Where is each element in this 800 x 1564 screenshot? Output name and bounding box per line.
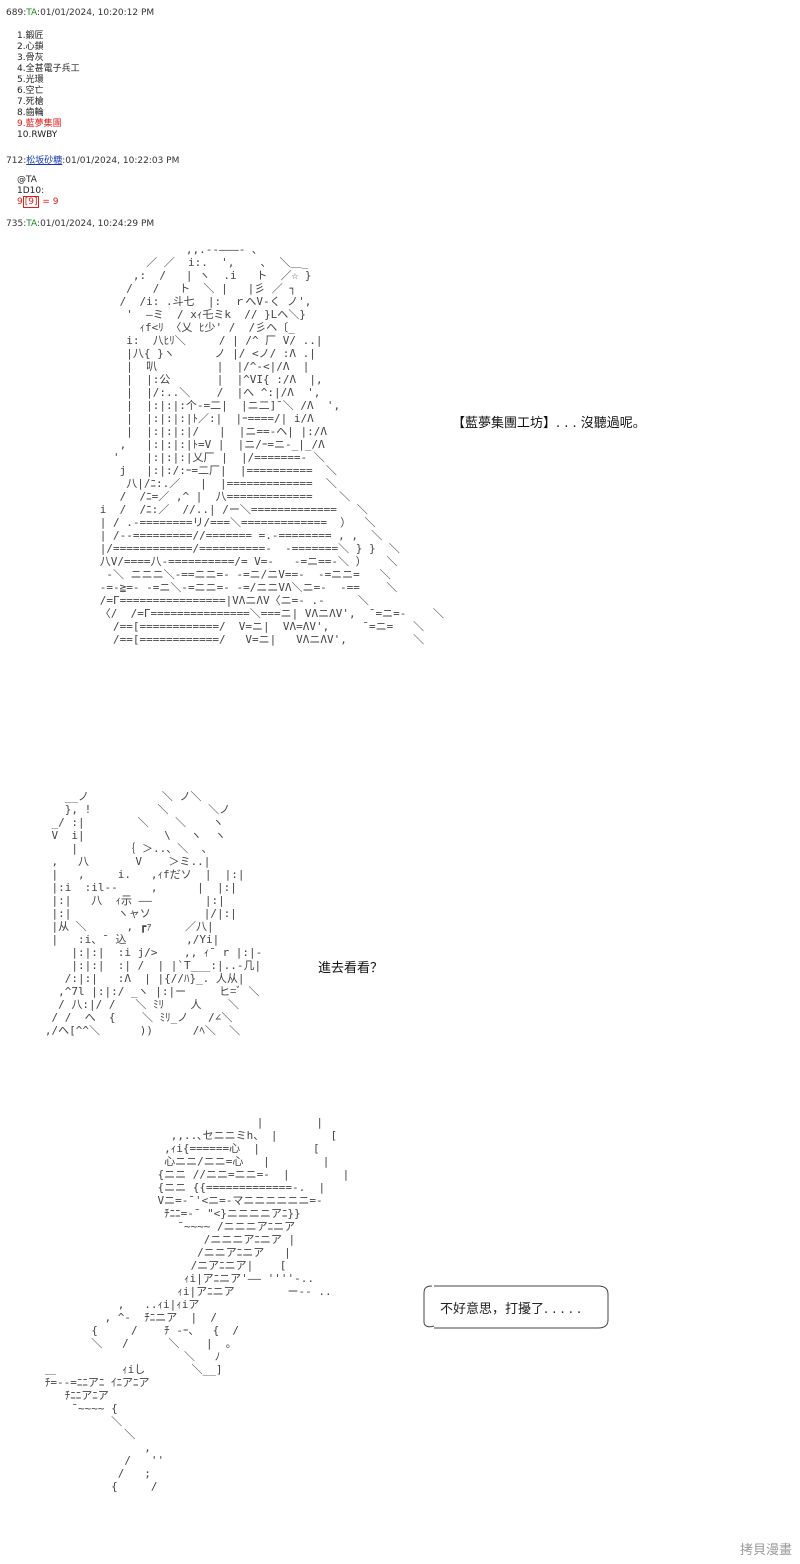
- caption-go-look: 進去看看？: [318, 961, 384, 976]
- post-body-712: @TA 1D10: 9[9] = 9: [17, 175, 58, 208]
- watermark: 拷貝漫畫: [739, 1543, 792, 1558]
- post-timestamp: :01/01/2024, 10:20:12 PM: [37, 8, 155, 18]
- list-item: 1.鍛匠: [17, 31, 44, 41]
- list-item: 2.心鎖: [17, 42, 44, 52]
- post-body-689: 1.鍛匠 2.心鎖 3.骨灰 4.全甚電子兵工 5.光環 6.空亡 7.死槍 8…: [17, 31, 80, 141]
- list-item: 7.死槍: [17, 97, 44, 107]
- ascii-art-peeking-figure: __ノ ＼ ノ＼ }, ! ＼ ＼ノ _/ :| ＼ ＼ ヽ V i| \ ヽ …: [44, 790, 263, 1037]
- list-item: 10.RWBY: [17, 130, 58, 140]
- list-item: 8.齒輪: [17, 108, 44, 118]
- post-number: 735: [6, 219, 24, 229]
- ascii-art-girl-building: ,,.--―――- ､ ／ ／ i:. ', ､ ＼＿_ ,: / | ヽ .i…: [99, 243, 444, 646]
- list-item: 3.骨灰: [17, 53, 44, 63]
- dice-label: 1D10:: [17, 186, 45, 196]
- caption-unheard-of: 【藍夢集團工坊】. . . 沒聽過呢。: [452, 416, 646, 431]
- list-item: 6.空亡: [17, 86, 44, 96]
- dice-result: 9[9] = 9: [17, 196, 59, 208]
- reply-mention: @TA: [17, 175, 37, 185]
- speech-bubble: 不好意思，打擾了. . . . .: [420, 1282, 612, 1330]
- poster-name[interactable]: TA: [26, 8, 38, 18]
- post-timestamp: :01/01/2024, 10:22:03 PM: [62, 156, 180, 166]
- poster-name-link[interactable]: 松坂砂糖: [26, 156, 63, 166]
- post-number: 712: [6, 156, 24, 166]
- post-header-735: 735:TA:01/01/2024, 10:24:29 PM: [6, 219, 155, 229]
- ascii-art-leaving-figure: | | ,,..､セニニミh、 | [ ,ｨi{======心 | [ 心ニニ/…: [44, 1116, 350, 1493]
- post-header-689: 689:TA:01/01/2024, 10:20:12 PM: [6, 8, 155, 18]
- list-item-highlighted: 9.藍夢集團: [17, 119, 62, 129]
- list-item: 4.全甚電子兵工: [17, 64, 80, 74]
- bubble-text: 不好意思，打擾了. . . . .: [440, 1302, 582, 1317]
- post-header-712: 712:松坂砂糖:01/01/2024, 10:22:03 PM: [6, 156, 180, 166]
- speech-bubble-outline: [423, 1285, 609, 1329]
- post-timestamp: :01/01/2024, 10:24:29 PM: [37, 219, 155, 229]
- list-item: 5.光環: [17, 75, 44, 85]
- poster-name[interactable]: TA: [26, 219, 38, 229]
- post-number: 689: [6, 8, 24, 18]
